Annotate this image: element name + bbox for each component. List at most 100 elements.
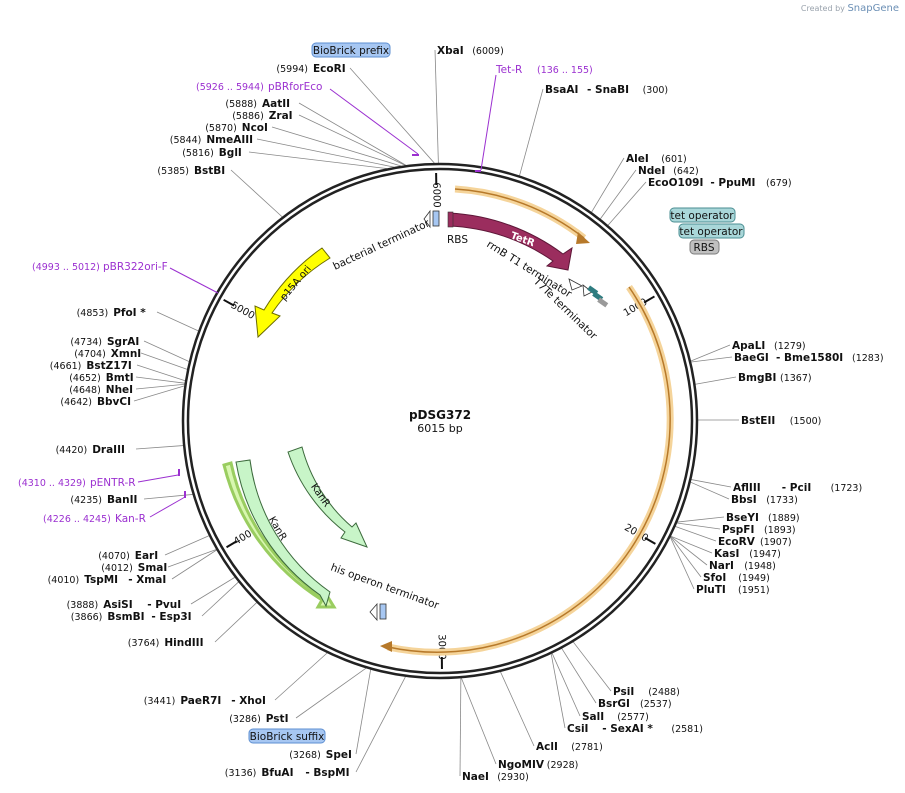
site-leader [295,667,367,719]
pill-tet-operator-2[interactable]: tet operator [678,223,745,239]
restriction-site[interactable]: SfoI(1949) [703,572,770,584]
restriction-site[interactable]: (5886)ZraI [232,110,292,122]
restriction-site[interactable]: (5385)BstBI [157,165,225,177]
restriction-site[interactable]: (4648)NheI [69,384,133,396]
site-name: SpeI [326,749,352,761]
restriction-site[interactable]: (4642)BbvCI [60,396,131,408]
site-leader [355,676,406,773]
restriction-site[interactable]: AleI(601) [626,153,687,165]
restriction-site[interactable]: NgoMIV(2928) [498,759,578,771]
site-name: NcoI [242,122,268,134]
primer-pbrforeco[interactable]: (5926 .. 5944) pBRforEco [196,81,419,156]
pill-biobrick-suffix[interactable]: BioBrick suffix [248,728,326,744]
primer-pentr-r[interactable]: (4310 .. 4329) pENTR-R [18,469,180,489]
restriction-site[interactable]: (4853)PfoI * [77,307,147,319]
restriction-site[interactable]: (4070)EarI [98,550,158,562]
site-name: BfuAI [261,767,293,779]
site-position: (1367) [780,373,812,384]
pill-tet-operator-1[interactable]: tet operator [669,207,736,223]
restriction-site[interactable]: (4235)BanII [70,494,137,506]
site-position: (5844) [170,135,202,146]
restriction-site[interactable]: (3136)BfuAI- BspMI [225,767,350,779]
pill-rbs[interactable]: RBS [689,239,720,255]
restriction-site[interactable]: (3268)SpeI [289,749,352,761]
svg-text:BioBrick suffix: BioBrick suffix [250,731,325,743]
p15a-ori-feature[interactable] [254,247,331,339]
restriction-site[interactable]: (3441)PaeR7I- XhoI [144,695,266,707]
restriction-site[interactable]: (4661)BstZ17I [50,360,132,372]
site-leader [167,549,217,568]
restriction-site[interactable]: BstEII(1500) [741,415,821,427]
restriction-site[interactable]: BaeGI- Bme1580I(1283) [734,352,884,364]
kanr-feature-1[interactable] [235,459,331,608]
kanr-feature-2[interactable] [287,446,368,548]
restriction-site[interactable]: NarI(1948) [709,560,776,572]
site-leader [591,157,625,213]
restriction-site[interactable]: (4652)BmtI [69,372,133,384]
restriction-site[interactable]: PsiI(2488) [613,686,680,698]
primer-pbr322ori-f[interactable]: (4993 .. 5012) pBR322ori-F [32,261,219,294]
site-name: BmgBI [738,372,776,384]
restriction-site[interactable]: SalI(2577) [582,711,649,723]
primer-tet-r[interactable]: Tet-R (136 .. 155) [475,64,593,172]
restriction-site[interactable]: (3286)PstI [229,713,288,725]
restriction-site[interactable]: (4704)XmnI [74,348,141,360]
tick-mark [644,537,656,545]
site-name-alt: - PciI [782,482,811,494]
backbone-inner [186,167,694,675]
restriction-site[interactable]: (3866)BsmBI- Esp3I [71,611,192,623]
site-leader [135,445,184,450]
restriction-site[interactable]: (4010)TspMI- XmaI [48,574,167,586]
restriction-site[interactable]: (5816)BglI [182,147,242,159]
site-leader [607,181,647,226]
site-leader [670,535,713,554]
restriction-site[interactable]: XbaI(6009) [437,45,504,57]
restriction-site[interactable]: BseYI(1889) [726,512,800,524]
site-position: (1279) [774,341,806,352]
site-leader [143,340,190,362]
t7te-terminator-marker [582,284,593,297]
restriction-site[interactable]: AflIII- PciI(1723) [733,482,862,494]
site-leader [691,479,732,488]
site-leader [675,526,717,542]
restriction-site[interactable]: (4420)DraIII [56,444,125,456]
restriction-site[interactable]: BbsI(1733) [731,494,798,506]
plasmid-name: pDSG372 [409,408,471,422]
restriction-site[interactable]: CsiI- SexAI *(2581) [567,723,703,735]
restriction-site[interactable]: NaeI(2930) [462,771,529,783]
pill-biobrick-prefix[interactable]: BioBrick prefix [311,42,391,58]
site-position: (1283) [852,353,884,364]
restriction-site[interactable]: (3888)AsiSI- PvuI [67,599,182,611]
tetr-feature[interactable] [448,212,573,271]
restriction-sites: XbaI(6009) BsaAI- SnaBI(300) AleI(601)NdeI… [48,45,884,783]
restriction-site[interactable]: EcoRV(1907) [718,536,792,548]
restriction-site[interactable]: KasI(1947) [714,548,781,560]
site-position: (1500) [790,416,822,427]
restriction-site[interactable]: (5994)EcoRI [276,63,345,75]
restriction-site[interactable]: AclI(2781) [536,741,603,753]
restriction-site[interactable]: (5870)NcoI [205,122,268,134]
primer-kan-r[interactable]: (4226 .. 4245) Kan-R [43,491,186,525]
restriction-site[interactable]: (4734)SgrAI [70,336,139,348]
site-position: (4010) [48,575,80,586]
restriction-site[interactable]: (3764)HindIII [128,637,204,649]
site-leader [248,151,387,169]
credit-prefix: Created by [800,4,845,13]
site-leader [669,537,695,590]
restriction-site[interactable]: (5844)NmeAIII [170,134,253,146]
restriction-site[interactable]: ApaLI(1279) [732,340,806,352]
restriction-site[interactable]: BsrGI(2537) [598,698,672,710]
site-position: (679) [766,178,792,189]
restriction-site[interactable]: EcoO109I- PpuMI(679) [648,177,792,189]
svg-text:tet operator: tet operator [679,226,743,238]
restriction-site[interactable]: (5888)AatII [225,98,290,110]
site-leader [256,138,395,168]
site-leader [551,653,581,717]
restriction-site[interactable]: PspFI(1893) [722,524,796,536]
restriction-site[interactable]: PluTI(1951) [696,584,770,596]
restriction-site[interactable]: BsaAI- SnaBI(300) [545,84,668,96]
restriction-site[interactable]: BmgBI (1367) [738,372,812,384]
site-name: NheI [106,384,133,396]
restriction-site[interactable]: NdeI(642) [638,165,699,177]
restriction-site[interactable]: (4012)SmaI [101,562,167,574]
